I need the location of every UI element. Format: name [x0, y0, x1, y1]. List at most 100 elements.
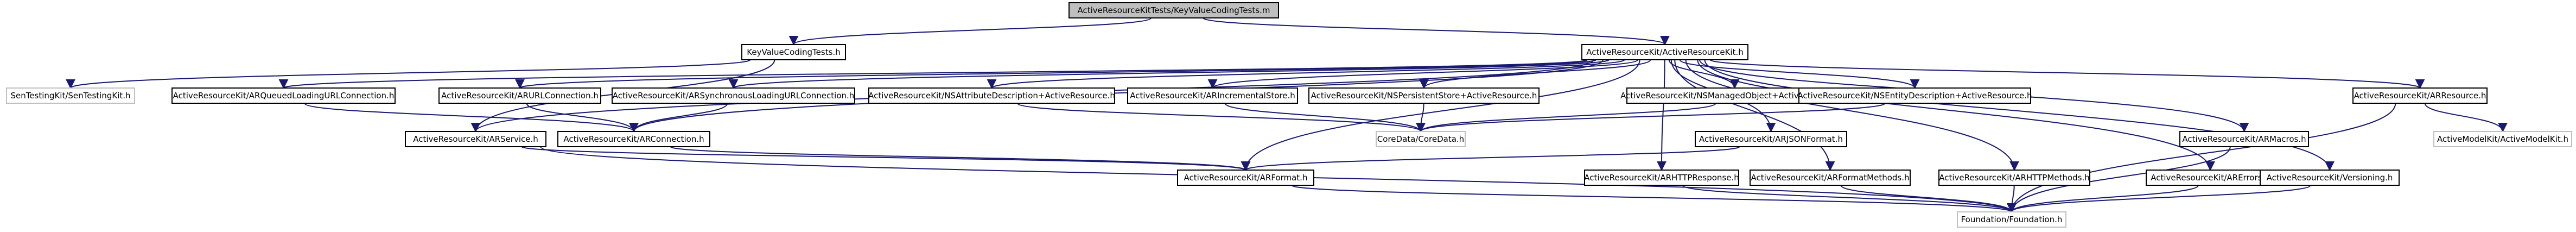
node-box-arservice	[405, 131, 546, 147]
node-label-activemodel: ActiveModelKit/ActiveModelKit.h	[2437, 134, 2568, 144]
node-box-ark	[1581, 44, 1748, 60]
edge-ark-to-arresource	[1709, 59, 2425, 89]
node-queued[interactable]: ActiveResourceKit/ARQueuedLoadingURLConn…	[171, 87, 396, 104]
node-arservice[interactable]: ActiveResourceKit/ARService.h	[405, 131, 546, 147]
node-label-ark: ActiveResourceKit/ActiveResourceKit.h	[1586, 47, 1743, 57]
node-label-arerrors: ActiveResourceKit/ARErrors.h	[2151, 173, 2269, 183]
edge-arresource-to-foundation	[2007, 103, 2396, 213]
edge-arformat-to-foundation	[1291, 185, 2017, 213]
nodes-layer: ActiveResourceKitTests/KeyValueCodingTes…	[6, 2, 2572, 228]
edge-arresource-to-activemodel	[2424, 103, 2508, 133]
node-label-coredata: CoreData/CoreData.h	[1377, 134, 1464, 144]
node-box-arerrors	[2146, 170, 2275, 186]
node-nsentity[interactable]: ActiveResourceKit/NSEntityDescription+Ac…	[1797, 87, 2032, 104]
edge-arerrors-to-foundation	[2007, 185, 2199, 213]
node-kvc[interactable]: KeyValueCodingTests.h	[741, 44, 846, 60]
edge-incstore-to-coredata	[1224, 103, 1426, 133]
node-label-foundation: Foundation/Foundation.h	[1961, 215, 2063, 224]
node-label-nsattr: ActiveResourceKit/NSAttributeDescription…	[868, 91, 1115, 101]
node-box-versioning	[2260, 170, 2400, 186]
node-versioning[interactable]: ActiveResourceKit/Versioning.h	[2260, 170, 2400, 186]
node-nsattr[interactable]: ActiveResourceKit/NSAttributeDescription…	[868, 87, 1115, 104]
node-box-activemodel	[2433, 131, 2572, 147]
node-label-arresource: ActiveResourceKit/ARResource.h	[2354, 91, 2486, 101]
node-label-kvc: KeyValueCodingTests.h	[747, 47, 840, 57]
node-label-nsentity: ActiveResourceKit/NSEntityDescription+Ac…	[1797, 91, 2032, 101]
node-label-root: ActiveResourceKitTests/KeyValueCodingTes…	[1078, 5, 1270, 15]
node-label-versioning: ActiveResourceKit/Versioning.h	[2267, 173, 2393, 183]
node-sync[interactable]: ActiveResourceKit/ARSynchronousLoadingUR…	[612, 87, 855, 104]
node-box-armacros	[2179, 131, 2309, 147]
node-box-arformat	[1177, 170, 1314, 186]
node-box-sync	[612, 87, 855, 104]
edge-root-to-kvc	[788, 17, 1152, 46]
edge-urlconn-to-arconnection	[526, 103, 639, 133]
node-box-queued	[171, 87, 396, 104]
node-nspers[interactable]: ActiveResourceKit/NSPersistentStore+Acti…	[1308, 87, 1540, 104]
node-jsonformat[interactable]: ActiveResourceKit/ARJSONFormat.h	[1695, 131, 1847, 147]
node-label-formatmethods: ActiveResourceKit/ARFormatMethods.h	[1751, 173, 1909, 183]
node-activemodel: ActiveModelKit/ActiveModelKit.h	[2433, 131, 2572, 147]
edge-ark-to-urlconn	[516, 59, 1597, 89]
node-coredata: CoreData/CoreData.h	[1376, 131, 1466, 147]
node-box-arresource	[2352, 87, 2488, 104]
node-box-root	[1068, 2, 1279, 18]
node-label-armacros: ActiveResourceKit/ARMacros.h	[2182, 134, 2306, 144]
node-incstore[interactable]: ActiveResourceKit/ARIncrementalStore.h	[1127, 87, 1298, 104]
node-root[interactable]: ActiveResourceKitTests/KeyValueCodingTes…	[1068, 2, 1279, 18]
edge-ark-to-sync	[729, 59, 1610, 89]
node-box-arconnection	[557, 131, 710, 147]
node-box-incstore	[1127, 87, 1298, 104]
edge-ark-to-nsentity	[1679, 59, 1920, 89]
edge-nsattr-to-coredata	[1016, 103, 1426, 133]
node-box-httpresp	[1584, 170, 1739, 186]
node-foundation: Foundation/Foundation.h	[1957, 211, 2066, 228]
node-label-httpresp: ActiveResourceKit/ARHTTPResponse.h	[1584, 173, 1739, 183]
edge-arconnection-to-arformat	[670, 146, 1250, 171]
node-box-sentest	[6, 87, 135, 104]
edge-ark-to-nsattr	[987, 59, 1625, 89]
node-ark[interactable]: ActiveResourceKit/ActiveResourceKit.h	[1581, 44, 1748, 60]
node-arformat[interactable]: ActiveResourceKit/ARFormat.h	[1177, 170, 1314, 186]
node-label-incstore: ActiveResourceKit/ARIncrementalStore.h	[1130, 91, 1295, 101]
node-box-nsattr	[868, 87, 1115, 104]
node-formatmethods[interactable]: ActiveResourceKit/ARFormatMethods.h	[1750, 170, 1911, 186]
edge-formatmethods-to-foundation	[1840, 185, 2017, 213]
edge-versioning-to-foundation	[2007, 185, 2311, 213]
edge-nsentity-to-coredata	[1416, 103, 1886, 133]
node-box-foundation	[1957, 211, 2066, 228]
node-arresource[interactable]: ActiveResourceKit/ARResource.h	[2352, 87, 2488, 104]
edge-sync-to-arconnection	[629, 103, 728, 133]
node-urlconn[interactable]: ActiveResourceKit/ARURLConnection.h	[438, 87, 601, 104]
node-armacros[interactable]: ActiveResourceKit/ARMacros.h	[2179, 131, 2309, 147]
node-label-jsonformat: ActiveResourceKit/ARJSONFormat.h	[1699, 134, 1843, 144]
edge-httpresp-to-foundation	[1682, 185, 2017, 213]
node-label-arformat: ActiveResourceKit/ARFormat.h	[1184, 173, 1308, 183]
node-label-arconnection: ActiveResourceKit/ARConnection.h	[563, 134, 704, 144]
edge-jsonformat-to-arformat	[1241, 146, 1740, 171]
edge-nsmanaged-to-coredata	[1416, 103, 1716, 133]
edge-nspers-to-coredata	[1416, 103, 1426, 133]
node-sentest: SenTestingKit/SenTestingKit.h	[6, 87, 135, 104]
node-label-arservice: ActiveResourceKit/ARService.h	[413, 134, 538, 144]
edge-arservice-to-arformat	[521, 146, 1250, 171]
edge-ark-to-arformat	[1241, 59, 1640, 171]
node-httpresp[interactable]: ActiveResourceKit/ARHTTPResponse.h	[1584, 170, 1739, 186]
node-label-sync: ActiveResourceKit/ARSynchronousLoadingUR…	[613, 91, 855, 101]
node-box-httpmethods	[1938, 170, 2090, 186]
edge-ark-to-arerrors	[1697, 59, 2215, 171]
edge-ark-to-queued	[279, 59, 1588, 89]
node-label-nspers: ActiveResourceKit/NSPersistentStore+Acti…	[1311, 91, 1537, 101]
edge-ark-to-incstore	[1207, 59, 1638, 89]
node-httpmethods[interactable]: ActiveResourceKit/ARHTTPMethods.h	[1938, 170, 2090, 186]
node-arconnection[interactable]: ActiveResourceKit/ARConnection.h	[557, 131, 710, 147]
node-label-httpmethods: ActiveResourceKit/ARHTTPMethods.h	[1939, 173, 2090, 183]
node-arerrors[interactable]: ActiveResourceKit/ARErrors.h	[2146, 170, 2275, 186]
node-label-sentest: SenTestingKit/SenTestingKit.h	[10, 91, 130, 101]
node-box-nsentity	[1798, 87, 2031, 104]
node-box-urlconn	[438, 87, 601, 104]
node-label-urlconn: ActiveResourceKit/ARURLConnection.h	[441, 91, 599, 101]
edge-armacros-to-foundation	[2007, 146, 2231, 213]
node-box-jsonformat	[1695, 131, 1847, 147]
